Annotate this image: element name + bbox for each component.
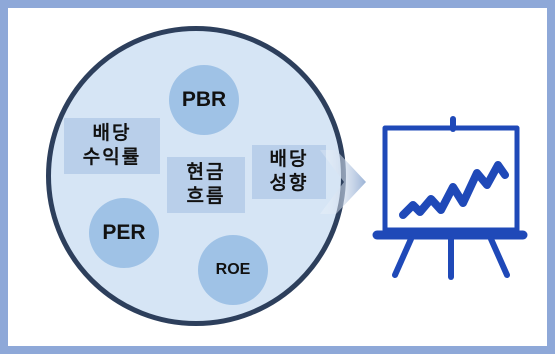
roe-circle: ROE (198, 235, 268, 305)
cash-flow-box: 현금 흐름 (167, 157, 245, 213)
dividend-yield-line-1: 배당 (92, 122, 132, 145)
per-label: PER (102, 221, 146, 244)
easel-line-chart-icon (372, 116, 528, 280)
dividend-yield-box: 배당 수익률 (64, 118, 160, 174)
dividend-propensity-line-1: 배당 (269, 148, 309, 171)
arrow-right-icon (320, 150, 366, 214)
per-circle: PER (89, 198, 159, 268)
pbr-label: PBR (181, 88, 227, 111)
dividend-propensity-box: 배당 성향 (252, 145, 326, 199)
roe-label: ROE (215, 261, 251, 278)
dividend-yield-line-2: 수익률 (82, 146, 142, 168)
pbr-circle: PBR (169, 65, 239, 135)
cash-flow-line-1: 현금 (186, 161, 226, 184)
cash-flow-line-2: 흐름 (186, 185, 226, 207)
dividend-propensity-line-2: 성향 (269, 172, 309, 194)
